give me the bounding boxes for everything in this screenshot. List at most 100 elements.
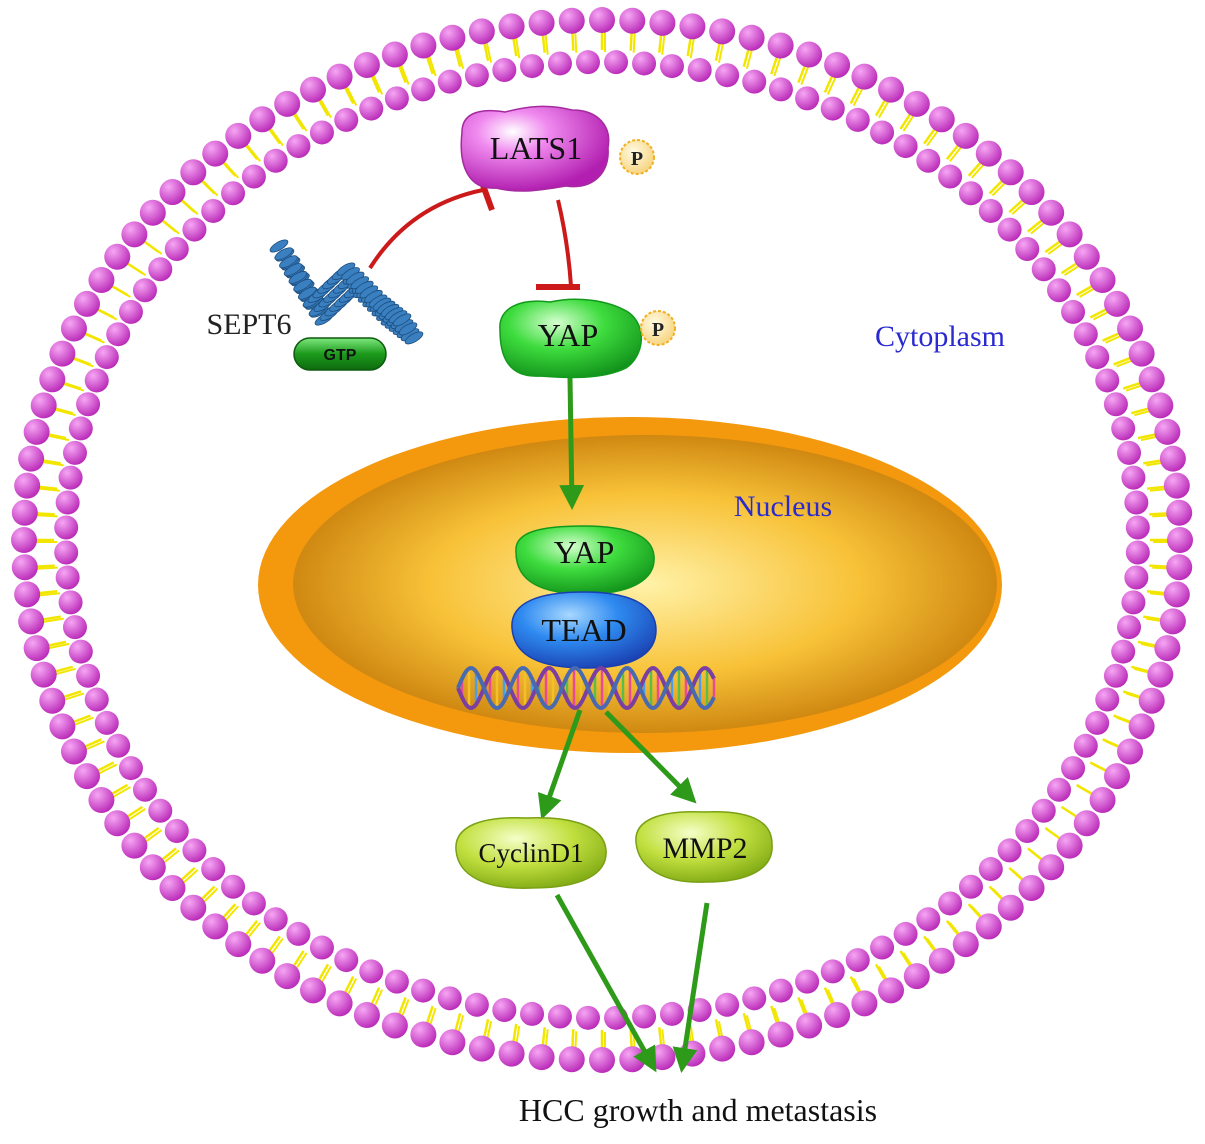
lipid-head-inner <box>1125 540 1150 565</box>
lipid-head-outer <box>1073 810 1100 837</box>
lipid-head-outer <box>1089 787 1116 813</box>
lipid-head-outer <box>709 18 736 45</box>
lipid-head-inner <box>893 921 918 946</box>
lipid-head-inner <box>384 86 409 111</box>
lipid-head-inner <box>1073 322 1098 347</box>
inhibition-lats1-yap <box>536 199 580 290</box>
lipid-head-outer <box>159 874 186 901</box>
lipid-head-outer <box>180 159 207 186</box>
lipid-head-inner <box>201 198 226 223</box>
lipid-head-inner <box>411 978 436 1003</box>
arrow-cyclind1-to-outcome <box>554 893 657 1073</box>
lipid-head-inner <box>1085 345 1110 370</box>
lipid-head-inner <box>54 540 79 565</box>
lipid-head-outer <box>738 1029 765 1056</box>
lipid-head-outer <box>410 1021 437 1048</box>
lipid-head-outer <box>1159 608 1186 635</box>
mmp2-protein: MMP2 <box>635 811 773 883</box>
lipid-head-inner <box>520 1001 545 1026</box>
lats1-label: LATS1 <box>490 130 582 166</box>
sept6-label: SEPT6 <box>206 308 291 341</box>
lipid-head-outer <box>1166 499 1193 526</box>
lipid-head-inner <box>632 51 657 76</box>
lipid-head-outer <box>18 445 45 472</box>
lipid-head-inner <box>359 96 384 121</box>
lipid-head-outer <box>88 787 115 813</box>
lipid-head-inner <box>820 959 845 984</box>
lipid-head-inner <box>768 978 793 1003</box>
dna-strand <box>456 666 716 710</box>
lipid-head-inner <box>870 935 895 960</box>
lipid-head-outer <box>39 687 66 714</box>
lipid-head-outer <box>558 7 585 34</box>
lipid-head-outer <box>975 913 1002 940</box>
lipid-head-outer <box>225 931 252 958</box>
lipid-head-outer <box>851 63 878 90</box>
lipid-head-outer <box>14 472 41 499</box>
activation-arrows <box>537 377 710 1073</box>
lipid-head-inner <box>958 874 983 899</box>
lipid-head-outer <box>1163 472 1190 499</box>
lipid-head-outer <box>1018 874 1045 901</box>
yap-cyto-label: YAP <box>538 317 598 353</box>
lipid-head-inner <box>1125 515 1150 540</box>
lipid-head-outer <box>225 122 252 149</box>
lipid-head-inner <box>132 278 157 303</box>
lipid-head-inner <box>263 148 288 173</box>
septin-subunit <box>283 263 303 277</box>
lipid-head-inner <box>492 58 517 83</box>
lipid-head-outer <box>589 1047 615 1073</box>
lipid-head-outer <box>139 854 166 881</box>
lipid-head-inner <box>715 63 740 88</box>
lipid-head-inner <box>604 50 629 75</box>
lipid-head-inner <box>384 969 409 994</box>
lipid-head-inner <box>632 1004 657 1029</box>
lipid-head-outer <box>928 106 955 133</box>
lipid-head-outer <box>928 947 955 974</box>
lipid-head-inner <box>916 907 941 932</box>
lipid-head-inner <box>55 490 80 515</box>
lipid-head-outer <box>528 9 555 36</box>
septin-subunit <box>297 286 317 300</box>
lipid-head-inner <box>94 710 119 735</box>
lipid-head-outer <box>498 1040 525 1067</box>
lipid-head-inner <box>687 58 712 83</box>
septin-subunit <box>274 247 294 261</box>
lipid-head-outer <box>49 713 76 740</box>
lipid-head-inner <box>118 756 143 781</box>
lipid-head-outer <box>1138 687 1165 714</box>
cell-membrane <box>11 7 1193 1073</box>
lipid-head-outer <box>326 63 353 90</box>
lipid-head-outer <box>1018 179 1045 206</box>
lipid-head-outer <box>1128 340 1155 367</box>
lipid-head-outer <box>589 7 615 33</box>
lipid-head-inner <box>1015 818 1040 843</box>
cytoplasm-label: Cytoplasm <box>875 320 1005 353</box>
lipid-head-inner <box>1095 368 1120 393</box>
lipid-head-outer <box>649 9 676 36</box>
lipid-head-inner <box>76 663 101 688</box>
lipid-head-outer <box>851 990 878 1017</box>
lipid-head-inner <box>1031 798 1056 823</box>
lipid-head-inner <box>1121 465 1146 490</box>
lipid-head-outer <box>104 810 131 837</box>
lipid-head-inner <box>795 969 820 994</box>
lipid-head-inner <box>286 921 311 946</box>
lipid-head-outer <box>353 51 380 78</box>
septin-subunit <box>279 255 298 269</box>
dna-helix-icon <box>456 666 716 710</box>
lipid-head-inner <box>1117 615 1142 640</box>
lipid-head-outer <box>202 140 229 167</box>
lipid-head-inner <box>547 51 572 76</box>
lipid-head-outer <box>824 1002 851 1029</box>
lipid-head-outer <box>1104 763 1131 790</box>
lipid-head-outer <box>274 90 301 117</box>
lipid-head-outer <box>1128 713 1155 740</box>
septin-subunit <box>269 239 289 253</box>
lipid-head-outer <box>1147 661 1174 688</box>
lipid-head-inner <box>938 164 963 189</box>
lipid-head-inner <box>997 838 1022 863</box>
lipid-head-outer <box>1073 243 1100 270</box>
phospho-label: P <box>652 319 664 341</box>
lipid-head-inner <box>845 107 870 132</box>
